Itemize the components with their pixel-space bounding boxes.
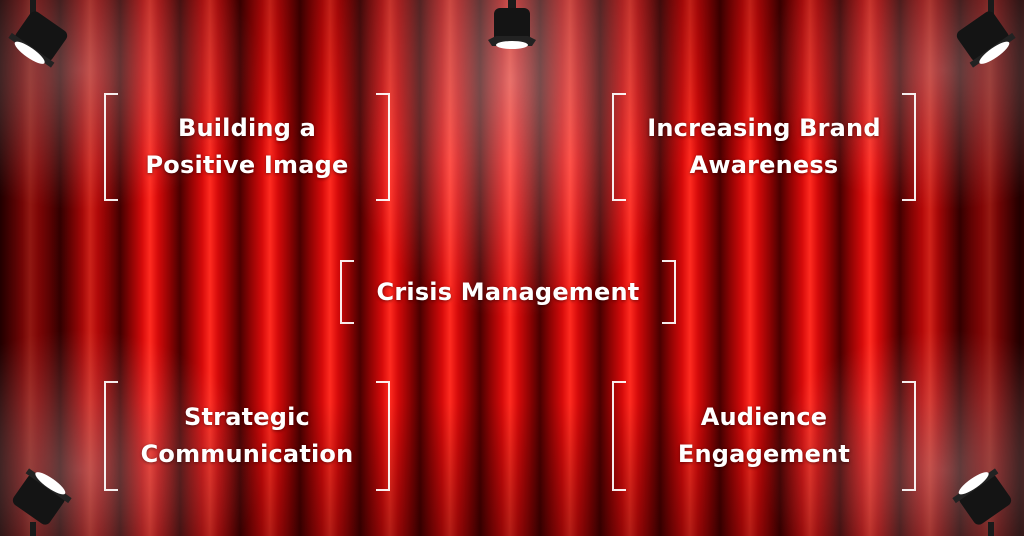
- spotlight-icon: [12, 468, 72, 536]
- label-increasing-brand-awareness: Increasing Brand Awareness: [612, 93, 916, 201]
- spotlight-icon: [956, 0, 1016, 68]
- label-strategic-communication: Strategic Communication: [104, 381, 390, 491]
- label-strategic-communication-text: Strategic Communication: [140, 403, 354, 468]
- label-crisis-management: Crisis Management: [340, 260, 676, 324]
- label-building-positive-image-text: Building a Positive Image: [145, 114, 349, 179]
- label-audience-engagement-text: Audience Engagement: [677, 403, 851, 468]
- label-building-positive-image: Building a Positive Image: [104, 93, 390, 201]
- label-crisis-management-text: Crisis Management: [376, 277, 640, 306]
- label-increasing-brand-awareness-text: Increasing Brand Awareness: [647, 114, 881, 179]
- spotlight-icon: [8, 0, 68, 68]
- label-audience-engagement: Audience Engagement: [612, 381, 916, 491]
- spotlight-icon: [488, 0, 536, 49]
- spotlight-icon: [952, 468, 1012, 536]
